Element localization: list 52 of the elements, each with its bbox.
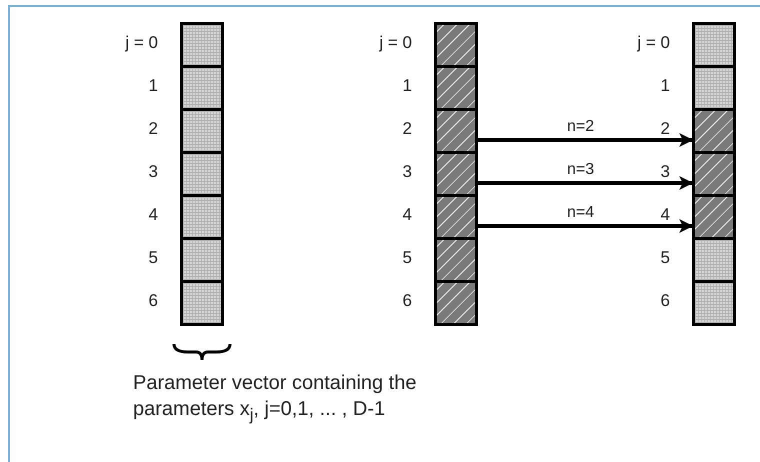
vector-cell bbox=[695, 154, 733, 194]
index-label: 5 bbox=[148, 248, 158, 268]
index-label: 4 bbox=[402, 205, 412, 225]
arrow bbox=[478, 219, 694, 233]
vector-cell bbox=[695, 25, 733, 65]
vector-cell bbox=[695, 197, 733, 237]
arrow bbox=[478, 176, 694, 190]
index-label: 3 bbox=[148, 162, 158, 182]
index-label: 4 bbox=[148, 205, 158, 225]
vector-cell bbox=[183, 240, 221, 280]
vector-cell bbox=[437, 68, 475, 108]
vector-bar bbox=[434, 22, 478, 326]
index-label: 1 bbox=[402, 76, 412, 96]
vector-cell bbox=[437, 111, 475, 151]
index-label: 2 bbox=[660, 119, 670, 139]
index-label: j = 0 bbox=[378, 33, 412, 53]
vector-bar bbox=[692, 22, 736, 326]
index-label: 1 bbox=[660, 76, 670, 96]
index-label: 6 bbox=[148, 291, 158, 311]
index-label: j = 0 bbox=[124, 33, 158, 53]
edge-label: n=4 bbox=[567, 204, 594, 222]
index-label: 6 bbox=[660, 291, 670, 311]
index-label: 2 bbox=[148, 119, 158, 139]
edge-label: n=3 bbox=[567, 161, 594, 179]
vector-cell bbox=[695, 240, 733, 280]
index-label: 5 bbox=[660, 248, 670, 268]
index-label: 2 bbox=[402, 119, 412, 139]
vector-bar bbox=[180, 22, 224, 326]
vector-cell bbox=[437, 154, 475, 194]
vector-cell bbox=[437, 240, 475, 280]
vector-cell bbox=[183, 25, 221, 65]
vector-cell bbox=[183, 68, 221, 108]
vector-cell bbox=[695, 68, 733, 108]
vector-cell bbox=[183, 111, 221, 151]
index-label: 6 bbox=[402, 291, 412, 311]
index-label: 4 bbox=[660, 205, 670, 225]
vector-cell bbox=[437, 283, 475, 323]
vector-cell bbox=[437, 25, 475, 65]
index-label: 1 bbox=[148, 76, 158, 96]
caption: Parameter vector containing the parameters x$_{j}$, j=0,1, ... , D-1 bbox=[133, 371, 418, 426]
vector-cell bbox=[695, 111, 733, 151]
vector-cell bbox=[183, 197, 221, 237]
index-label: j = 0 bbox=[636, 33, 670, 53]
vector-cell bbox=[183, 283, 221, 323]
vector-cell bbox=[183, 154, 221, 194]
edge-label: n=2 bbox=[567, 118, 594, 136]
vector-cell bbox=[695, 283, 733, 323]
index-label: 5 bbox=[402, 248, 412, 268]
index-label: 3 bbox=[402, 162, 412, 182]
vector-cell bbox=[437, 197, 475, 237]
arrow bbox=[478, 133, 694, 147]
index-label: 3 bbox=[660, 162, 670, 182]
